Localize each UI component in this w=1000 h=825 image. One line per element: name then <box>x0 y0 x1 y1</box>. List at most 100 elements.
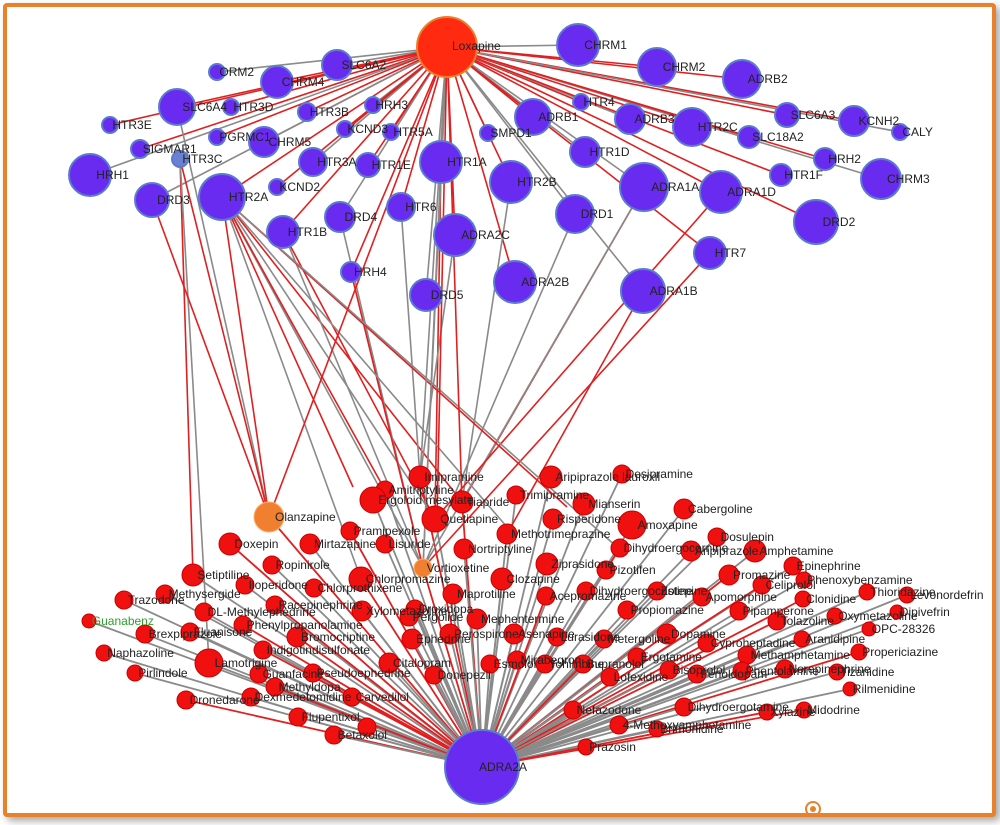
target-node[interactable] <box>433 213 477 257</box>
drug-node[interactable] <box>342 687 362 707</box>
drug-node[interactable] <box>828 663 846 681</box>
drug-node[interactable] <box>861 621 877 637</box>
drug-node[interactable] <box>743 539 767 563</box>
drug-node[interactable] <box>617 600 637 620</box>
drug-node[interactable] <box>673 498 695 520</box>
drug-node[interactable] <box>490 567 514 591</box>
drug-node[interactable] <box>265 595 285 615</box>
drug-node[interactable] <box>687 664 707 684</box>
drug-node[interactable] <box>408 465 432 489</box>
drug-node[interactable] <box>357 717 377 737</box>
drug-node[interactable] <box>600 667 620 687</box>
drug-node[interactable] <box>563 700 583 720</box>
drug-node[interactable] <box>496 523 518 545</box>
drug-node[interactable] <box>421 505 449 533</box>
drug-node[interactable] <box>503 623 525 645</box>
target-node[interactable] <box>693 236 727 270</box>
drug-node[interactable] <box>303 663 323 683</box>
target-node[interactable] <box>130 139 150 159</box>
target-node[interactable] <box>860 158 902 200</box>
drug-node[interactable] <box>858 583 876 601</box>
drug-node[interactable] <box>767 611 787 631</box>
drug-node[interactable] <box>842 681 858 697</box>
drug-node[interactable] <box>288 707 308 727</box>
drug-node[interactable] <box>126 664 144 682</box>
target-node[interactable] <box>419 140 463 184</box>
target-node[interactable] <box>208 63 226 81</box>
drug-node[interactable] <box>218 532 242 556</box>
drug-node[interactable] <box>542 508 564 530</box>
drug-node[interactable] <box>299 533 321 555</box>
drug-node[interactable] <box>304 578 324 598</box>
drug-node[interactable] <box>114 590 134 610</box>
drug-node[interactable] <box>506 485 526 505</box>
drug-node[interactable] <box>135 624 155 644</box>
target-node[interactable] <box>555 194 595 234</box>
drug-node[interactable] <box>249 664 269 684</box>
drug-node[interactable] <box>176 690 196 710</box>
target-node[interactable] <box>222 98 240 116</box>
drug-node[interactable] <box>659 660 679 680</box>
drug-node[interactable] <box>235 575 255 595</box>
drug-node[interactable] <box>359 486 387 514</box>
drug-node[interactable] <box>610 538 630 558</box>
target-node[interactable] <box>266 215 300 249</box>
target-node[interactable] <box>198 173 246 221</box>
drug-node[interactable] <box>795 701 813 719</box>
drug-node[interactable] <box>450 490 474 514</box>
drug-node[interactable] <box>507 650 527 670</box>
drug-node[interactable] <box>262 555 282 575</box>
target-node[interactable] <box>793 199 839 245</box>
drug-node[interactable] <box>795 571 813 589</box>
drug-node[interactable] <box>286 626 308 648</box>
drug-node[interactable] <box>536 586 556 606</box>
target-node[interactable] <box>364 96 382 114</box>
target-node[interactable] <box>769 163 793 187</box>
drug-node[interactable] <box>547 627 567 647</box>
hub-drug-node[interactable] <box>416 16 478 78</box>
target-node[interactable] <box>619 162 669 212</box>
drug-node[interactable] <box>577 738 595 756</box>
target-node[interactable] <box>774 102 800 128</box>
drug-node[interactable] <box>758 703 776 721</box>
drug-node[interactable] <box>732 661 752 681</box>
target-node[interactable] <box>409 278 443 312</box>
drug-node[interactable] <box>348 566 374 592</box>
target-node[interactable] <box>479 124 497 142</box>
drug-node[interactable] <box>424 665 444 685</box>
target-node[interactable] <box>336 120 354 138</box>
drug-node[interactable] <box>399 607 419 627</box>
drug-node[interactable] <box>241 687 261 707</box>
drug-node[interactable] <box>535 552 559 576</box>
drug-node[interactable] <box>794 590 812 608</box>
target-node[interactable] <box>569 136 601 168</box>
target-node[interactable] <box>493 260 537 304</box>
drug-node[interactable] <box>596 560 616 580</box>
target-node[interactable] <box>699 170 743 214</box>
drug-node[interactable] <box>729 601 749 621</box>
target-node[interactable] <box>722 59 762 99</box>
target-node[interactable] <box>489 160 533 204</box>
drug-node[interactable] <box>375 534 395 554</box>
drug-node[interactable] <box>647 581 667 601</box>
target-node[interactable] <box>68 153 112 197</box>
target-node[interactable] <box>620 268 666 314</box>
drug-node[interactable] <box>539 465 563 489</box>
target-node[interactable] <box>382 123 400 141</box>
target-node[interactable] <box>340 261 362 283</box>
drug-node[interactable] <box>453 538 475 560</box>
drug-node[interactable] <box>378 652 400 674</box>
drug-node[interactable] <box>850 643 868 661</box>
drug-node[interactable] <box>253 501 285 533</box>
target-node[interactable] <box>614 103 646 135</box>
target-node[interactable] <box>637 47 677 87</box>
drug-node[interactable] <box>898 586 916 604</box>
target-node[interactable] <box>101 116 119 134</box>
drug-node[interactable] <box>351 600 373 622</box>
drug-node[interactable] <box>265 677 285 697</box>
drug-node[interactable] <box>594 629 614 649</box>
drug-node[interactable] <box>707 527 727 547</box>
target-node[interactable] <box>891 123 909 141</box>
target-node[interactable] <box>672 107 712 147</box>
